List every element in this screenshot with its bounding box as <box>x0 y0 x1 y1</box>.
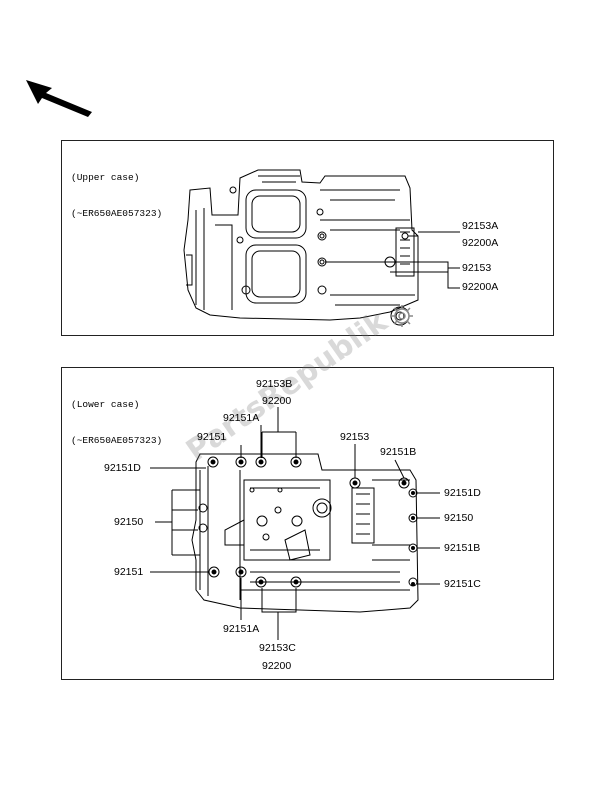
upper-crankcase-drawing <box>183 169 419 326</box>
upper-callout-92200A-2: 92200A <box>462 281 499 293</box>
upper-case-panel <box>61 140 554 336</box>
lower-callout-92150-right: 92150 <box>444 512 474 524</box>
lower-callout-92151-left: 92151 <box>114 566 144 578</box>
lower-case-title: (Lower case) <box>71 399 140 410</box>
lower-callout-92151-top: 92151 <box>197 431 227 443</box>
gear-icon <box>391 305 413 327</box>
lower-callout-92153B: 92153B <box>256 378 293 390</box>
lower-callout-92151A-top: 92151A <box>223 412 260 424</box>
lower-callout-lines <box>150 407 440 640</box>
lower-callout-92150-left: 92150 <box>114 516 144 528</box>
upper-callout-lines <box>325 231 460 289</box>
upper-case-title: (Upper case) <box>71 172 140 183</box>
lower-case-panel <box>61 367 554 680</box>
lower-callout-92151B-right: 92151B <box>444 542 481 554</box>
upper-case-serial: (~ER650AE057323) <box>71 208 163 219</box>
lower-callout-92151B-top: 92151B <box>380 446 417 458</box>
upper-callout-92153: 92153 <box>462 262 492 274</box>
lower-callout-92200-top: 92200 <box>262 395 292 407</box>
upper-callout-92153A: 92153A <box>462 220 499 232</box>
lower-case-serial: (~ER650AE057323) <box>71 435 163 446</box>
upper-callout-92200A-1: 92200A <box>462 237 499 249</box>
lower-crankcase-drawing <box>191 453 419 613</box>
lower-callout-92151D-left: 92151D <box>104 462 141 474</box>
lower-callout-92151C: 92151C <box>444 578 481 590</box>
bolt-dots <box>211 460 415 586</box>
upper-case-label: (Upper case) (~ER650AE057323) <box>71 148 162 232</box>
lower-callout-92151D-right: 92151D <box>444 487 481 499</box>
lower-callout-92153-top: 92153 <box>340 431 370 443</box>
lower-callout-92151A-bottom: 92151A <box>223 623 260 635</box>
lower-callout-92153C: 92153C <box>259 642 296 654</box>
lower-callout-92200-bottom: 92200 <box>262 660 292 672</box>
lower-case-label: (Lower case) (~ER650AE057323) <box>71 375 162 459</box>
